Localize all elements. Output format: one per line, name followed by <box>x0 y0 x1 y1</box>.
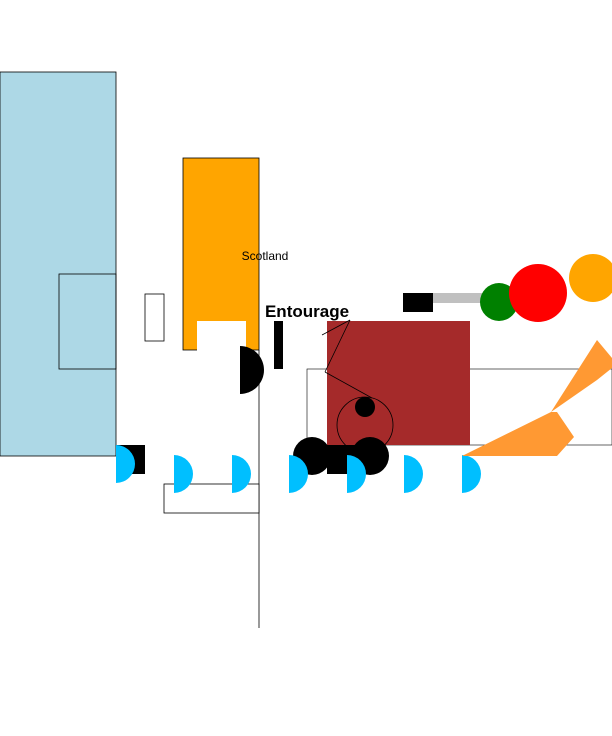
gray-connector-bar <box>433 293 488 303</box>
pointer-line <box>324 371 373 399</box>
cyan-half-circle <box>404 455 423 493</box>
green-circle <box>480 283 518 321</box>
small-black-circle <box>355 397 375 417</box>
cyan-half-circle <box>174 455 193 493</box>
black-vertical-bar <box>274 321 283 369</box>
entourage-label: Entourage <box>265 302 349 321</box>
red-circle <box>509 264 567 322</box>
light-orange-wedge <box>462 340 612 456</box>
pointer-line <box>321 319 351 336</box>
small-outline-rect <box>144 293 165 342</box>
cyan-half-circle <box>116 445 135 483</box>
pointer-line <box>324 319 351 373</box>
orange-circle <box>569 254 612 302</box>
brown-block <box>327 321 470 445</box>
scotland-label: Scotland <box>242 249 289 263</box>
cyan-half-circle <box>232 455 251 493</box>
white-square <box>197 321 246 370</box>
cyan-half-circle <box>289 455 308 493</box>
black-half-circle <box>240 346 264 394</box>
black-small-rect <box>403 293 433 312</box>
inner-outline-box <box>58 273 117 370</box>
cyan-half-circle <box>462 455 481 493</box>
cyan-half-circle <box>347 455 366 493</box>
light-blue-block <box>0 71 117 457</box>
orange-block <box>182 157 260 351</box>
